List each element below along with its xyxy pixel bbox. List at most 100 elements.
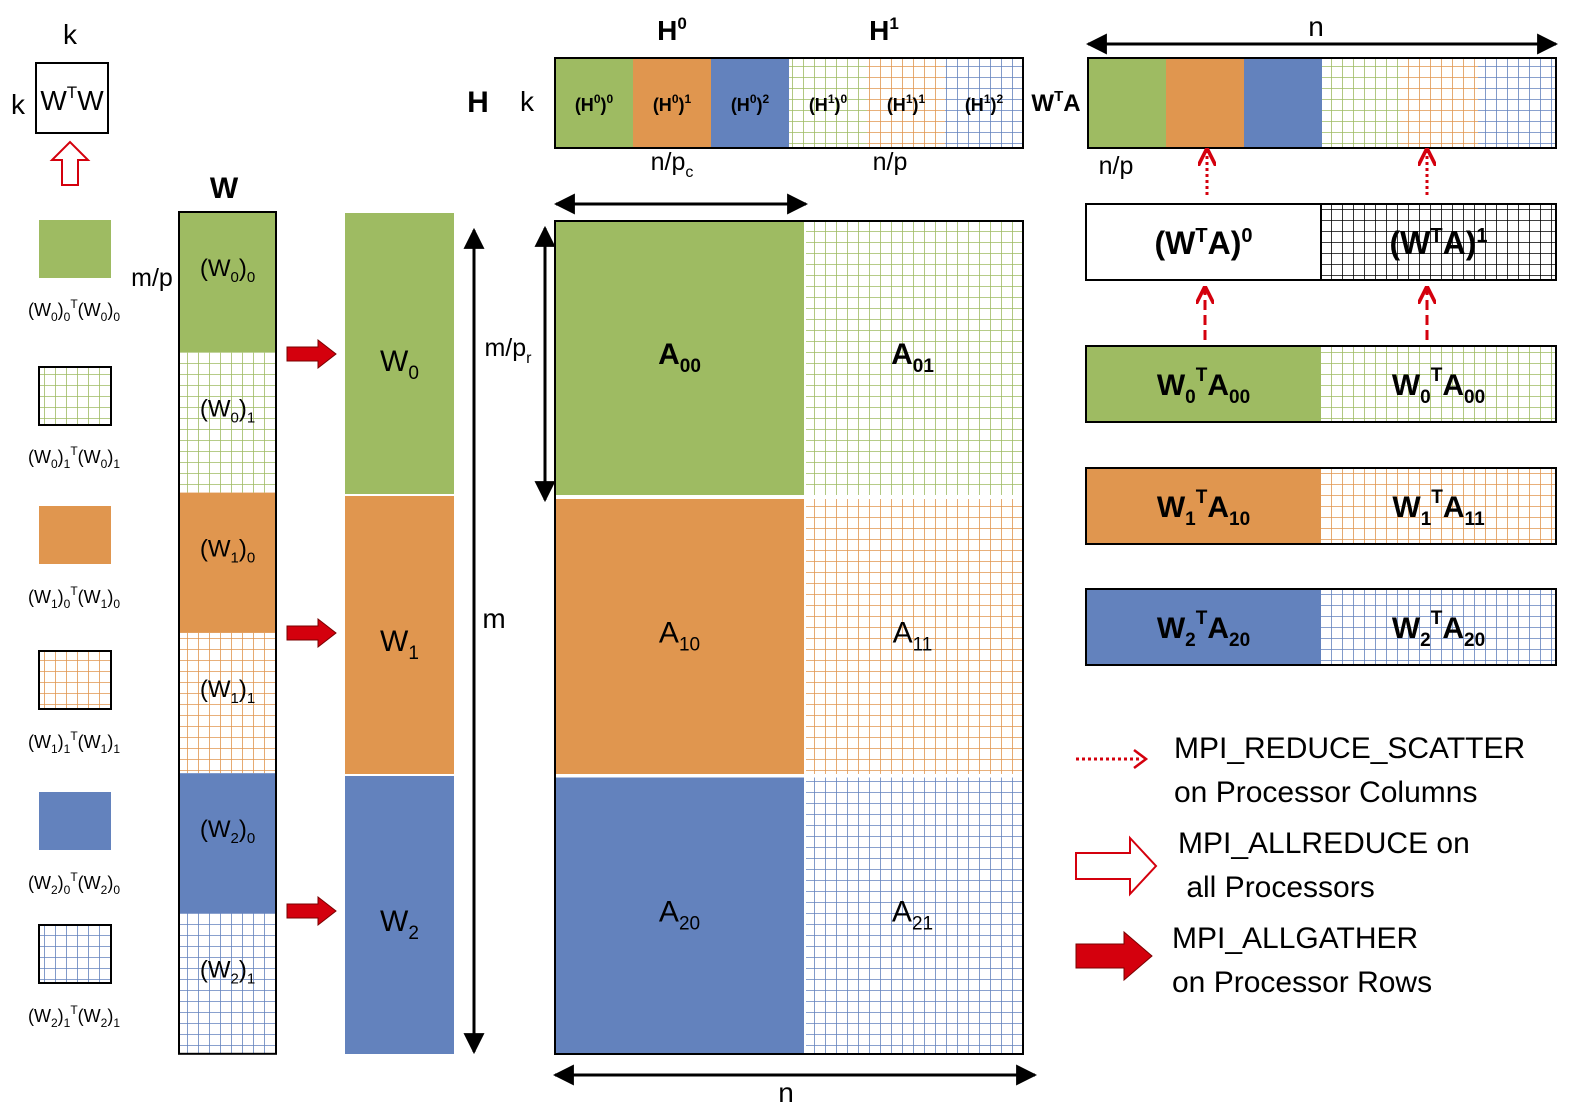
h-cell-label: (H1)2	[965, 92, 1004, 115]
w-block-label: (W2)0	[200, 816, 255, 847]
wtw-k-left: k	[11, 89, 26, 120]
h-cell-label: (H1)1	[887, 92, 926, 115]
w-block	[179, 492, 276, 633]
legend-op-1-line2: on Processor Columns	[1174, 776, 1477, 809]
m-label: m	[482, 603, 505, 634]
wtw-rect	[35, 62, 109, 134]
product-label: W2TA20	[1392, 608, 1485, 651]
wta-split-label: (WTA)0	[1155, 225, 1253, 261]
solid-red-arrow-icon	[1075, 930, 1153, 982]
wta-np-label: n/p	[1099, 152, 1134, 180]
a-block	[555, 777, 804, 1054]
wta-cell	[1400, 58, 1478, 148]
h-cell	[945, 58, 1023, 148]
wtw-k-top: k	[63, 19, 78, 50]
h-cell	[789, 58, 867, 148]
legend-op-2-line2: all Processors	[1178, 871, 1375, 904]
h-cell-label: (H1)0	[809, 92, 848, 115]
legend-op-2-line1: MPI_ALLREDUCE on	[1178, 827, 1470, 860]
legend-left-swatch	[38, 924, 112, 984]
product-row-border	[1085, 588, 1557, 666]
w-block	[179, 773, 276, 914]
a-block-label: A11	[893, 617, 933, 656]
a-block-label: A10	[659, 617, 700, 656]
w-gathered-label: W2	[380, 905, 419, 944]
a-block	[555, 221, 804, 495]
wtw-box: k k WTW	[11, 19, 109, 186]
w-block	[179, 913, 276, 1054]
product-cell	[1086, 346, 1321, 422]
legend-ops: MPI_REDUCE_SCATTER on Processor Columns …	[1075, 732, 1525, 999]
a-block	[555, 499, 804, 774]
wta-cell	[1088, 58, 1166, 148]
legend-op-1-line1: MPI_REDUCE_SCATTER	[1174, 732, 1525, 765]
wta-split-cell	[1085, 203, 1322, 281]
w-column: (W0)0(W0)1(W1)0(W1)1(W2)0(W2)1	[178, 211, 277, 1055]
legend-left-swatch	[39, 506, 111, 564]
legend-left-label: (W1)0T(W1)0	[28, 584, 120, 611]
product-cell	[1321, 346, 1556, 422]
w-gathered-label: W0	[380, 345, 419, 384]
legend-left-swatch	[39, 792, 111, 850]
legend-left-label: (W1)1T(W1)1	[28, 729, 120, 756]
allgather-arrows	[286, 338, 337, 927]
h-row: (H0)0(H0)1(H0)2(H1)0(H1)1(H1)2	[554, 57, 1024, 149]
w-block	[179, 352, 276, 493]
h-cell-label: (H0)2	[731, 92, 770, 115]
w-block-label: (W2)1	[200, 957, 255, 988]
h-cell	[633, 58, 711, 148]
allgather-arrow-icon	[286, 895, 337, 927]
legend-left: (W0)0T(W0)0 (W0)1T(W0)1 (W1)0T(W1)0 (W1)1T(…	[28, 220, 120, 1030]
w-column-border	[178, 211, 277, 1055]
a-block-label: A00	[658, 338, 701, 377]
a-mpr-label: m/pr	[484, 334, 532, 367]
wta-cell	[1478, 58, 1556, 148]
wta-cell	[1244, 58, 1322, 148]
wta-split: (WTA)0(WTA)1	[1085, 203, 1557, 281]
a-block	[806, 221, 1023, 495]
wta-split-cell	[1320, 203, 1557, 281]
wtw-label: WTW	[40, 83, 104, 116]
legend-left-label: (W2)1T(W2)1	[28, 1003, 120, 1030]
product-label: W2TA20	[1157, 608, 1250, 651]
h-label: H	[467, 86, 489, 119]
product-label: W1TA10	[1157, 487, 1250, 530]
hollow-red-arrow-icon	[1075, 835, 1158, 897]
allreduce-arrow-icon	[49, 140, 91, 186]
legend-left-swatch	[38, 650, 112, 710]
w-block-label: (W1)0	[200, 536, 255, 567]
w-gathered-label: W1	[380, 625, 419, 664]
wta-cell	[1166, 58, 1244, 148]
h-cell-label: (H0)0	[575, 92, 614, 115]
a-block-label: A20	[659, 896, 700, 935]
allgather-arrow-icon	[286, 617, 337, 649]
w-title: W	[210, 172, 239, 205]
h0-group-label: H0	[657, 14, 687, 46]
a-block	[806, 499, 1023, 774]
h-np-label: n/p	[873, 148, 908, 176]
allgather-arrow-icon	[286, 338, 337, 370]
h-row-border	[554, 57, 1024, 149]
w-block	[179, 632, 276, 774]
wta-cell	[1322, 58, 1400, 148]
legend-left-label: (W0)1T(W0)1	[28, 444, 120, 471]
a-block-label: A01	[891, 338, 934, 377]
h1-group-label: H1	[869, 14, 899, 46]
h-k-label: k	[520, 86, 535, 117]
legend-left-label: (W0)0T(W0)0	[28, 297, 120, 324]
product-label: W0TA00	[1157, 365, 1250, 408]
h-cell	[867, 58, 945, 148]
a-block-label: A21	[892, 896, 933, 935]
legend-left-swatch	[38, 366, 112, 426]
w-block-label: (W0)0	[200, 255, 255, 286]
w-block-label: (W1)1	[200, 676, 255, 707]
h-cell	[711, 58, 789, 148]
w-block	[179, 212, 276, 353]
a-n-label: n	[778, 1077, 794, 1108]
product-cell	[1086, 468, 1321, 544]
product-row-border	[1085, 345, 1557, 423]
w-gathered-block	[345, 776, 454, 1054]
